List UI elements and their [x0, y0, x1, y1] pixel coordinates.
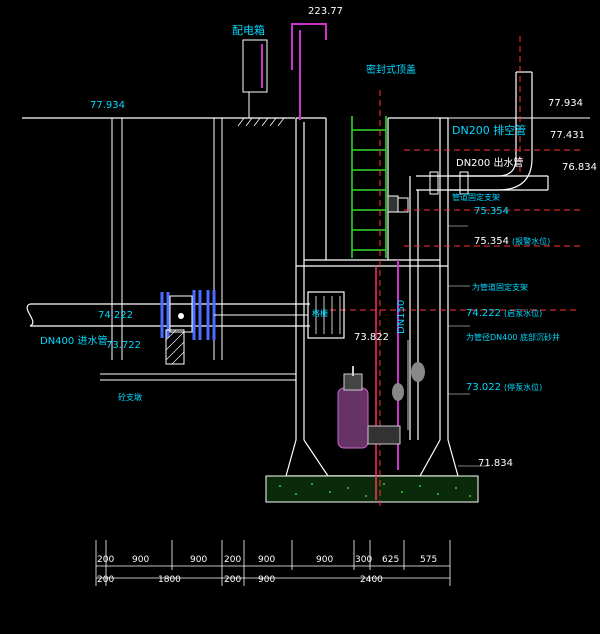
dim-top-8: 575 — [420, 555, 437, 565]
outlet-pipe-dn200 — [409, 71, 549, 440]
label-elev-c: 74.222 — [466, 308, 501, 319]
label-dn400: DN400 进水管 — [40, 334, 107, 347]
label-sealed-cover: 密封式顶盖 — [366, 63, 416, 76]
label-elev-b: 75.354 — [474, 236, 509, 247]
label-elev-e: 73.022 — [466, 382, 501, 393]
concrete-support — [165, 329, 185, 365]
grille-bars — [315, 296, 341, 334]
dim-top-1: 900 — [132, 555, 149, 565]
label-elev-top: 223.77 — [308, 6, 343, 17]
label-elev-ground-right: 77.934 — [548, 98, 583, 109]
level-leaders — [448, 225, 488, 467]
label-elev-d: 73.822 — [354, 332, 389, 343]
check-valve — [387, 195, 399, 213]
label-grille: 格栅 — [312, 308, 328, 318]
label-elev-outlet: 76.834 — [562, 162, 597, 173]
label-electric-box: 配电箱 — [232, 23, 265, 37]
dim-bottom-3: 900 — [258, 575, 275, 585]
float-switches — [392, 362, 425, 401]
dim-top-7: 625 — [382, 555, 399, 565]
dim-top-4: 900 — [258, 555, 275, 565]
label-inlet-note: 为管径DN400 底部沉砂井 — [466, 332, 560, 342]
label-elev-outlet-top: 77.431 — [550, 130, 585, 141]
label-pipe-clamp: 管道固定支架 — [452, 192, 500, 202]
ladder — [351, 116, 387, 258]
label-elev-c-note: (启泵水位) — [504, 308, 542, 318]
label-dn200-outlet: DN200 出水管 — [456, 156, 523, 169]
dim-top-5: 900 — [316, 555, 333, 565]
dimension-lines — [95, 540, 451, 586]
dim-bottom-2: 200 — [224, 575, 241, 585]
label-elev-bottom: 71.834 — [478, 458, 513, 469]
electric-box — [242, 39, 268, 93]
valve-center — [178, 313, 184, 319]
dim-top-2: 900 — [190, 555, 207, 565]
submersible-pump — [337, 366, 401, 449]
base-speckle — [279, 483, 471, 497]
ground-hatch — [237, 117, 285, 127]
valve-body — [169, 295, 193, 333]
support-hatch — [165, 329, 185, 365]
dim-bottom-1: 1800 — [158, 575, 181, 585]
label-guide-rail: 为管道固定支架 — [472, 282, 528, 292]
inlet-trench — [100, 118, 296, 381]
dims-bottom-row: 200 1800 200 900 2400 — [97, 575, 383, 585]
base-slab — [265, 475, 479, 503]
dim-bottom-0: 200 — [97, 575, 114, 585]
dim-top-6: 300 — [355, 555, 372, 565]
label-elev-b-note: (报警水位) — [512, 236, 550, 246]
label-elev-a: 75.354 — [474, 206, 509, 217]
dims-top-row: 200 900 900 200 900 900 300 625 575 — [97, 555, 437, 565]
label-elev-e-note: (停泵水位) — [504, 382, 542, 392]
label-dn200-discharge: DN200 排空管 — [452, 123, 526, 137]
dim-bottom-4: 2400 — [360, 575, 383, 585]
label-elev-inlet2: 73.722 — [106, 340, 141, 351]
label-support: 砼支墩 — [118, 392, 142, 402]
vent-pipe — [291, 23, 327, 120]
label-elev-ground-left: 77.934 — [90, 100, 125, 111]
dim-top-3: 200 — [224, 555, 241, 565]
dim-top-0: 200 — [97, 555, 114, 565]
label-dn150: DN150 — [396, 300, 407, 334]
outlet-fittings — [395, 171, 469, 213]
label-elev-inlet: 74.222 — [98, 310, 133, 321]
